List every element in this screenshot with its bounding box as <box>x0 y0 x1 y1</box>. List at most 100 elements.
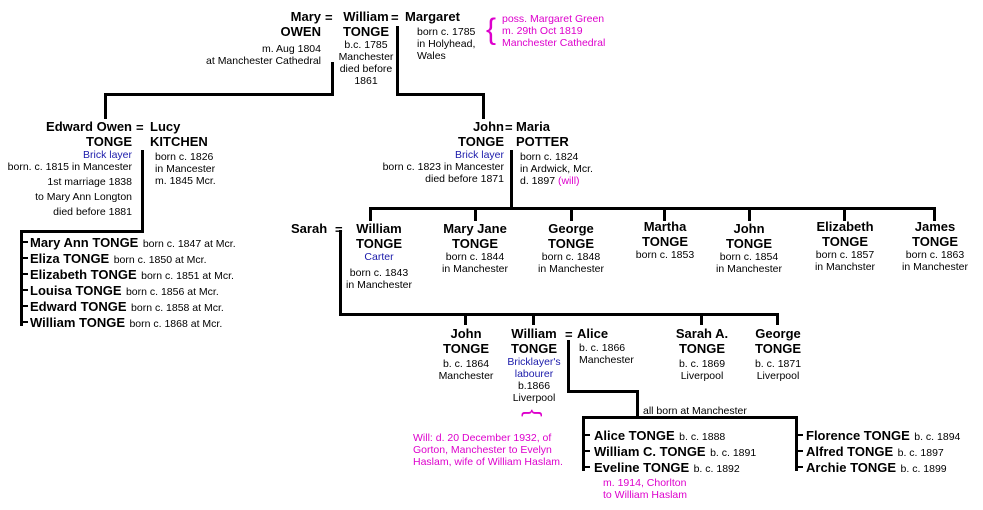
list-item: Archie TONGE b. c. 1899 <box>806 459 960 475</box>
birth-place: in Mancester <box>155 163 216 175</box>
child-info: b. c. 1899 <box>900 463 947 475</box>
person-first-name: William <box>343 9 389 24</box>
brace-icon: { <box>486 13 497 46</box>
person-mary-jane-tonge: Mary Jane TONGE born c. 1844 in Manchest… <box>436 221 514 275</box>
person-surname: TONGE <box>343 24 389 39</box>
marriage-spouse: to Mary Ann Longton <box>35 191 132 203</box>
birth-place: in Manchester <box>716 263 782 275</box>
person-surname: TONGE <box>679 341 725 356</box>
marriage-sign: = <box>565 327 573 342</box>
child-info: born c. 1858 at Mcr. <box>131 302 224 314</box>
person-sarah: Sarah <box>291 221 328 236</box>
death-info: died before 1881 <box>53 206 132 218</box>
person-surname: TONGE <box>642 234 688 249</box>
list-item: Alfred TONGE b. c. 1897 <box>806 443 960 459</box>
child-info: born c. 1851 at Mcr. <box>141 270 234 282</box>
person-william-tonge-1843: William TONGE Carter born c. 1843 in Man… <box>340 221 418 291</box>
occupation: labourer <box>514 368 554 380</box>
grandchildren-right-list: Florence TONGE b. c. 1894 Alfred TONGE b… <box>806 427 960 475</box>
person-surname: TONGE <box>912 234 958 249</box>
note-line: m. 29th Oct 1819 <box>502 25 583 37</box>
birth-info: born c. 1823 in Mancester <box>382 161 504 173</box>
person-first-name: George <box>755 326 801 341</box>
person-edward-owen-tonge: Edward Owen TONGE Brick layer born. c. 1… <box>8 119 132 218</box>
person-first-name: Mary Jane <box>443 221 507 236</box>
birth-place: in Holyhead, <box>417 38 476 50</box>
birth-place: Manchester <box>438 370 494 382</box>
child-name: Alfred TONGE <box>806 444 894 459</box>
marriage-info: 1st marriage 1838 <box>47 176 132 188</box>
birth-place: in Manchester <box>346 279 412 291</box>
person-surname: TONGE <box>458 134 504 149</box>
person-first-name: William <box>511 326 557 341</box>
person-first-name: Margaret <box>405 9 460 24</box>
birth-country: Wales <box>417 50 446 62</box>
person-surname: TONGE <box>86 134 132 149</box>
list-item: William TONGE born c. 1868 at Mcr. <box>30 314 236 330</box>
birth-place: Manchester <box>579 354 634 366</box>
person-first-name: John <box>733 221 765 236</box>
child-info: b. c. 1897 <box>897 447 944 459</box>
person-sarah-a-tonge: Sarah A. TONGE b. c. 1869 Liverpool <box>664 326 740 382</box>
child-info: born c. 1847 at Mcr. <box>142 238 236 250</box>
occupation: Bricklayer's <box>507 356 561 368</box>
birth-info: born c. 1843 <box>349 267 409 279</box>
list-item: Eliza TONGE born c. 1850 at Mcr. <box>30 250 236 266</box>
note-line: to William Haslam <box>603 489 688 501</box>
person-john-tonge-1864: John TONGE b. c. 1864 Manchester <box>430 326 502 382</box>
child-info: born c. 1868 at Mcr. <box>129 318 223 330</box>
eveline-note: m. 1914, Chorlton to William Haslam <box>603 477 687 501</box>
occupation: Brick layer <box>82 149 132 161</box>
child-info: born c. 1850 at Mcr. <box>113 254 207 266</box>
birth-info: born c. 1854 <box>719 251 779 263</box>
child-name: Eveline TONGE <box>594 460 690 475</box>
birth-place: in Manchester <box>442 263 508 275</box>
person-mary-owen: Mary OWEN m. Aug 1804 at Manchester Cath… <box>206 9 321 67</box>
birth-info: b.1866 <box>517 380 551 392</box>
birth-info: born c. 1853 <box>635 249 695 261</box>
grandchildren-left-list: Alice TONGE b. c. 1888 William C. TONGE … <box>594 427 756 475</box>
child-info: b. c. 1894 <box>914 431 961 443</box>
death-info: d. 1897 <box>520 175 556 187</box>
list-item: Eveline TONGE b. c. 1892 <box>594 459 756 475</box>
note-line: Haslam, wife of William Haslam. <box>413 456 563 468</box>
person-first-name: Maria <box>516 119 550 134</box>
person-surname: TONGE <box>443 341 489 356</box>
death-year: 1861 <box>354 75 378 87</box>
person-william-tonge: William TONGE b.c. 1785 Manchester died … <box>336 9 396 87</box>
birth-info: b.c. 1785 <box>344 39 388 51</box>
person-john-tonge: John TONGE Brick layer born c. 1823 in M… <box>383 119 504 185</box>
person-john-tonge-1854: John TONGE born c. 1854 in Manchester <box>710 221 788 275</box>
person-elizabeth-tonge: Elizabeth TONGE born c. 1857 in Manchste… <box>805 219 885 273</box>
birth-info: born c. 1848 <box>541 251 601 263</box>
birth-info: b. c. 1869 <box>678 358 726 370</box>
death-info: died before 1871 <box>425 173 504 185</box>
child-info: b. c. 1888 <box>679 431 726 443</box>
will-note: Will: d. 20 December 1932, of Gorton, Ma… <box>413 432 563 468</box>
child-name: Archie TONGE <box>806 460 897 475</box>
person-first-name: George <box>548 221 594 236</box>
list-item: Edward TONGE born c. 1858 at Mcr. <box>30 298 236 314</box>
person-surname: TONGE <box>755 341 801 356</box>
person-alice: Alice b. c. 1866 Manchester <box>577 326 634 366</box>
marriage-date: m. Aug 1804 <box>262 43 321 55</box>
person-margaret: Margaret born c. 1785 in Holyhead, Wales <box>405 9 475 62</box>
list-item: Alice TONGE b. c. 1888 <box>594 427 756 443</box>
list-item: Florence TONGE b. c. 1894 <box>806 427 960 443</box>
birth-place: Liverpool <box>756 370 800 382</box>
child-name: Eliza TONGE <box>30 251 110 266</box>
child-info: born c. 1856 at Mcr. <box>125 286 219 298</box>
birth-info: b. c. 1864 <box>442 358 490 370</box>
person-first-name: Elizabeth <box>816 219 874 234</box>
child-name: Elizabeth TONGE <box>30 267 137 282</box>
child-name: Alice TONGE <box>594 428 675 443</box>
person-surname: POTTER <box>516 134 569 149</box>
will-link[interactable]: (will) <box>557 175 580 187</box>
person-first-name: William <box>356 221 402 236</box>
edward-children-list: Mary Ann TONGE born c. 1847 at Mcr. Eliz… <box>30 234 236 330</box>
child-name: William C. TONGE <box>594 444 706 459</box>
marriage-sign: = <box>335 222 343 237</box>
child-name: Florence TONGE <box>806 428 910 443</box>
marriage-sign: = <box>391 10 399 25</box>
person-first-name: Mary <box>290 9 321 24</box>
